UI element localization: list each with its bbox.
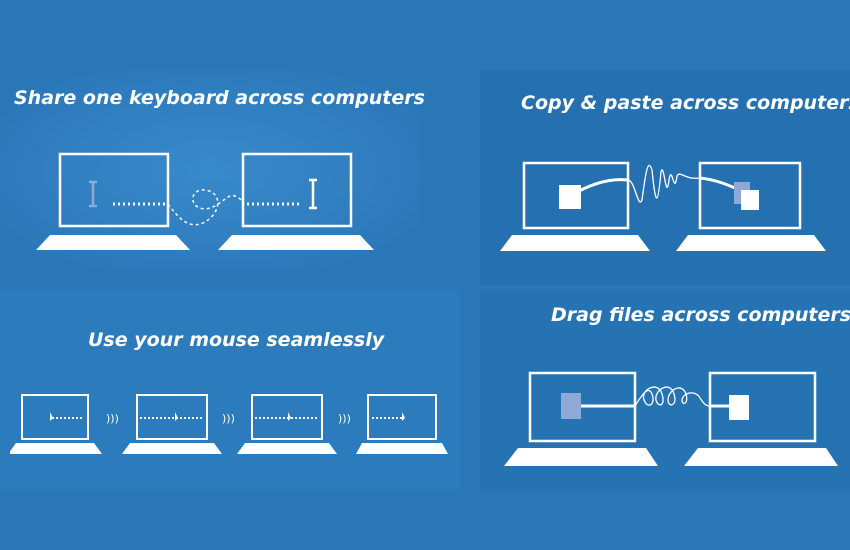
panel-title-clipboard: Copy & paste across computers <box>521 92 850 114</box>
files-illustration <box>504 371 838 466</box>
text-cursor-icon <box>89 180 97 208</box>
mouse-pointer-icon <box>175 412 178 421</box>
copy-arrow <box>569 178 629 198</box>
laptop-2 <box>122 394 222 454</box>
laptop-3 <box>237 394 337 454</box>
keyboard-illustration <box>36 152 374 250</box>
signal-wave <box>627 164 701 203</box>
laptop-left <box>58 152 170 228</box>
laptop-right-base <box>684 448 838 466</box>
mouse-pointer-icon <box>288 412 291 421</box>
document-icon <box>559 185 581 209</box>
laptop-4 <box>356 394 448 454</box>
panel-title-keyboard: Share one keyboard across computers <box>14 87 425 109</box>
connection-coil <box>634 386 711 407</box>
text-cursor-icon <box>309 178 317 210</box>
laptop-left-base <box>504 448 658 466</box>
laptop-left-base <box>36 235 190 250</box>
file-icon <box>729 395 749 420</box>
wireless-icon: ))) <box>222 412 235 425</box>
laptop-right-base <box>676 235 826 251</box>
laptop-right <box>241 152 353 228</box>
laptop-1 <box>10 394 102 454</box>
laptop-left-base <box>500 235 650 251</box>
mouse-illustration: ))) ))) ))) <box>10 394 448 454</box>
wireless-icon: ))) <box>338 412 351 425</box>
mouse-pointer-icon <box>402 412 405 421</box>
clipboard-illustration <box>500 161 826 251</box>
mouse-pointer-icon <box>50 412 53 421</box>
connection-swirl <box>167 189 245 226</box>
panel-title-files: Drag files across computers <box>551 304 850 326</box>
laptop-left <box>522 161 630 230</box>
file-ghost <box>561 393 581 419</box>
laptop-right <box>698 161 802 230</box>
panel-mouse-bg <box>0 290 460 490</box>
wireless-icon: ))) <box>106 412 119 425</box>
document-icon <box>741 190 759 210</box>
laptop-right-base <box>218 235 374 250</box>
panel-title-mouse: Use your mouse seamlessly <box>88 329 385 351</box>
